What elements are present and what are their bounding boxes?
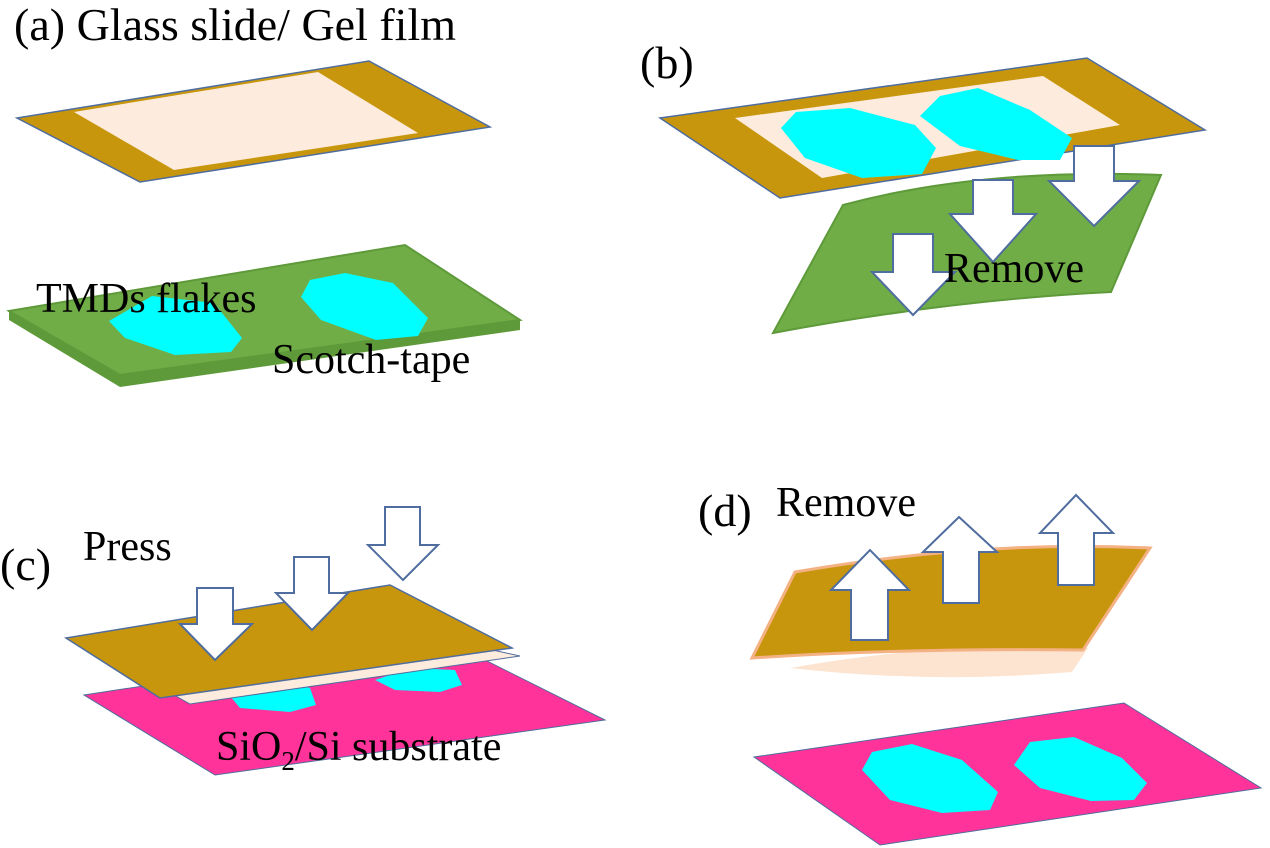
down-arrow-icon bbox=[869, 233, 958, 317]
remove-label: Remove bbox=[944, 246, 1084, 292]
tmd-flake bbox=[109, 296, 242, 355]
down-arrow-icon bbox=[177, 587, 255, 662]
down-arrow-icon bbox=[1046, 145, 1142, 228]
down-arrow-icon bbox=[947, 179, 1039, 264]
substrate-label: SiO2/Si substrate bbox=[216, 724, 501, 776]
panel-c: (c) Press SiO2/Si substrate bbox=[0, 506, 607, 776]
panel-d-tag: (d) bbox=[698, 485, 752, 536]
remove-label: Remove bbox=[776, 480, 916, 526]
panel-a: (a) Glass slide/ Gel film TMDs flakes Sc… bbox=[6, 0, 523, 387]
sio2-si-substrate bbox=[752, 702, 1263, 846]
tmd-flake bbox=[301, 273, 428, 340]
panel-d: (d) Remove bbox=[698, 480, 1263, 846]
panel-a-title: (a) Glass slide/ Gel film bbox=[14, 0, 456, 50]
panel-c-tag: (c) bbox=[0, 539, 51, 590]
up-arrow-icon bbox=[1037, 493, 1116, 586]
down-arrow-icon bbox=[273, 556, 351, 632]
scotch-tape-edge-front bbox=[120, 320, 520, 387]
flakes-label: TMDs flakes bbox=[36, 276, 256, 322]
scotch-tape-edge bbox=[9, 311, 120, 387]
tmd-flake bbox=[1014, 737, 1147, 801]
tape-label: Scotch-tape bbox=[272, 337, 470, 383]
press-label: Press bbox=[83, 524, 172, 570]
panel-b-tag: (b) bbox=[640, 37, 694, 88]
down-arrow-icon bbox=[365, 506, 441, 582]
panel-b: (b) Remove bbox=[640, 37, 1208, 335]
tmd-flake bbox=[862, 744, 998, 813]
tmd-flake bbox=[781, 108, 936, 178]
up-arrow-icon bbox=[828, 548, 912, 641]
scotch-tape bbox=[6, 243, 523, 377]
gel-film bbox=[74, 72, 418, 170]
glass-slide bbox=[63, 584, 515, 699]
tmd-flake bbox=[920, 88, 1072, 160]
scotch-tape bbox=[771, 172, 1163, 335]
gel-film bbox=[790, 646, 1088, 678]
up-arrow-icon bbox=[920, 515, 1000, 604]
